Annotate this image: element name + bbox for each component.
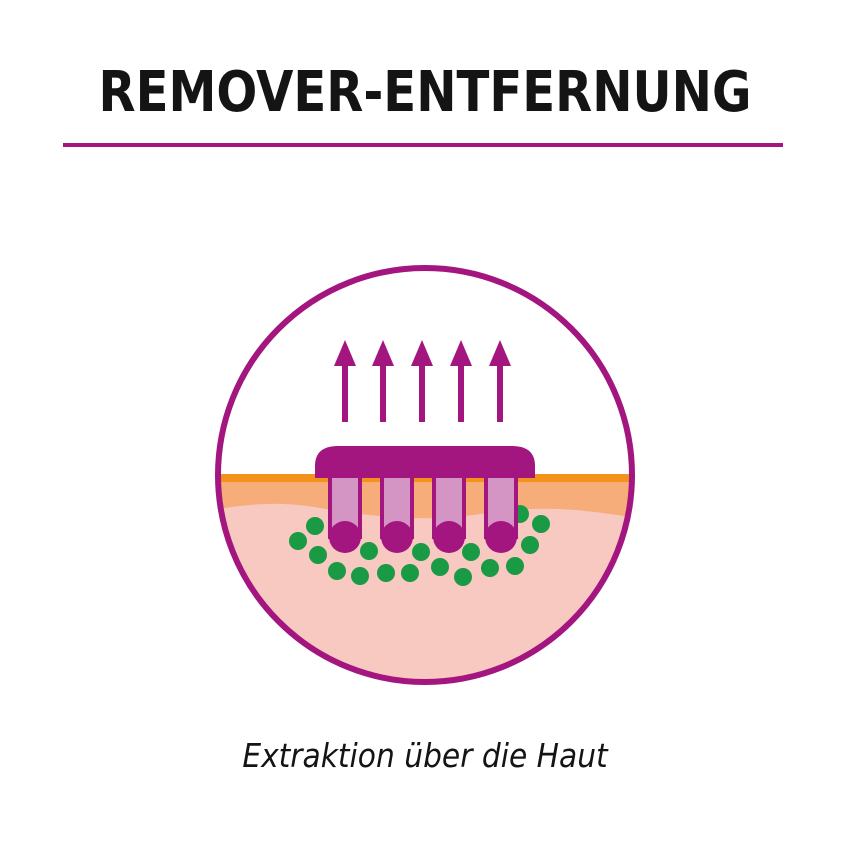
illustration-caption: Extraktion über die Haut <box>242 736 608 775</box>
extraction-arrows <box>334 340 511 422</box>
up-arrow-icon <box>411 340 433 422</box>
pigment-particle-icon <box>412 543 430 561</box>
remover-applicator-icon <box>315 446 535 553</box>
pigment-particle-icon <box>377 564 395 582</box>
up-arrow-icon <box>489 340 511 422</box>
title-divider <box>63 143 783 147</box>
pigment-particle-icon <box>506 557 524 575</box>
pigment-particle-icon <box>462 543 480 561</box>
pigment-particle-icon <box>360 542 378 560</box>
pigment-particle-icon <box>351 567 369 585</box>
applicator-needle <box>328 470 362 553</box>
pigment-particle-icon <box>431 558 449 576</box>
applicator-needle <box>432 470 466 553</box>
applicator-head <box>315 446 535 478</box>
applicator-needle <box>484 470 518 553</box>
pigment-particle-icon <box>454 568 472 586</box>
pigment-particle-icon <box>521 536 539 554</box>
pigment-particle-icon <box>309 546 327 564</box>
pigment-particle-icon <box>481 559 499 577</box>
illustration-circle <box>215 265 635 685</box>
up-arrow-icon <box>334 340 356 422</box>
pigment-particle-icon <box>328 562 346 580</box>
applicator-needle <box>380 470 414 553</box>
page-title: REMOVER-ENTFERNUNG <box>98 60 752 125</box>
pigment-particle-icon <box>401 564 419 582</box>
up-arrow-icon <box>450 340 472 422</box>
up-arrow-icon <box>372 340 394 422</box>
skin-layers-icon <box>218 268 632 682</box>
pigment-particle-icon <box>289 532 307 550</box>
pigment-particle-icon <box>306 517 324 535</box>
pigment-particle-icon <box>532 515 550 533</box>
